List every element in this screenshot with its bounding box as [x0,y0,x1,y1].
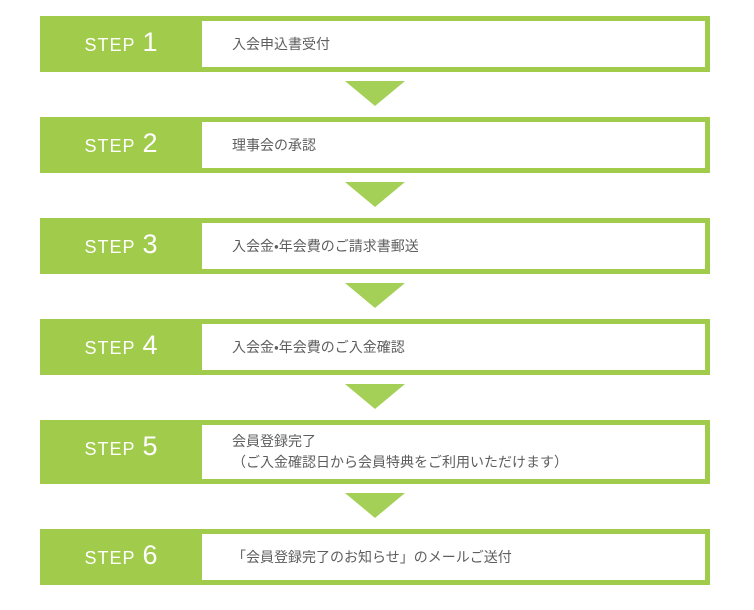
step-2-label: STEP 2 [40,117,202,173]
step-6-label: STEP 6 [40,529,202,585]
step-word: STEP [84,439,136,459]
step-6-description-box: 「会員登録完了のお知らせ」のメールご送付 [202,534,705,580]
step-number: 3 [142,229,158,259]
step-description-text: （ご入金確認日から会員特典をご利用いただけます） [232,454,568,470]
step-1-description-box: 入会申込書受付 [202,21,705,67]
membership-flow-diagram: STEP 1 入会申込書受付 STEP 2 理事会の承認 STEP 3 入会金・… [40,16,710,585]
step-3-description-box: 入会金・年会費のご請求書郵送 [202,223,705,269]
step-number: 1 [142,27,158,57]
step-5-label: STEP 5 [40,420,202,484]
down-arrow-icon [345,384,405,409]
down-arrow-icon [345,81,405,106]
step-word: STEP [84,35,136,55]
step-row-3: STEP 3 入会金・年会費のご請求書郵送 [40,218,710,274]
step-word: STEP [84,338,136,358]
step-1-label: STEP 1 [40,16,202,72]
step-description-text: 入会申込書受付 [232,35,330,52]
step-description-text: 会員登録完了 [232,433,316,449]
step-row-6: STEP 6 「会員登録完了のお知らせ」のメールご送付 [40,529,710,585]
down-arrow-icon [345,283,405,308]
step-5-description-box: 会員登録完了 （ご入金確認日から会員特典をご利用いただけます） [202,425,705,479]
step-4-description-box: 入会金・年会費のご入金確認 [202,324,705,370]
step-row-1: STEP 1 入会申込書受付 [40,16,710,72]
step-4-label: STEP 4 [40,319,202,375]
down-arrow-icon [345,182,405,207]
step-word: STEP [84,136,136,156]
step-row-4: STEP 4 入会金・年会費のご入金確認 [40,319,710,375]
step-2-description-box: 理事会の承認 [202,122,705,168]
down-arrow-icon [345,493,405,518]
step-description-text: 理事会の承認 [232,136,316,153]
step-description-text: 入会金・年会費のご入金確認 [232,338,405,355]
step-description-text: 「会員登録完了のお知らせ」のメールご送付 [232,548,512,565]
step-word: STEP [84,237,136,257]
step-3-label: STEP 3 [40,218,202,274]
step-row-2: STEP 2 理事会の承認 [40,117,710,173]
step-number: 6 [142,540,158,570]
step-word: STEP [84,548,136,568]
step-number: 2 [142,128,158,158]
step-description-text: 入会金・年会費のご請求書郵送 [232,237,419,254]
step-row-5: STEP 5 会員登録完了 （ご入金確認日から会員特典をご利用いただけます） [40,420,710,484]
step-number: 5 [142,431,158,461]
step-number: 4 [142,330,158,360]
